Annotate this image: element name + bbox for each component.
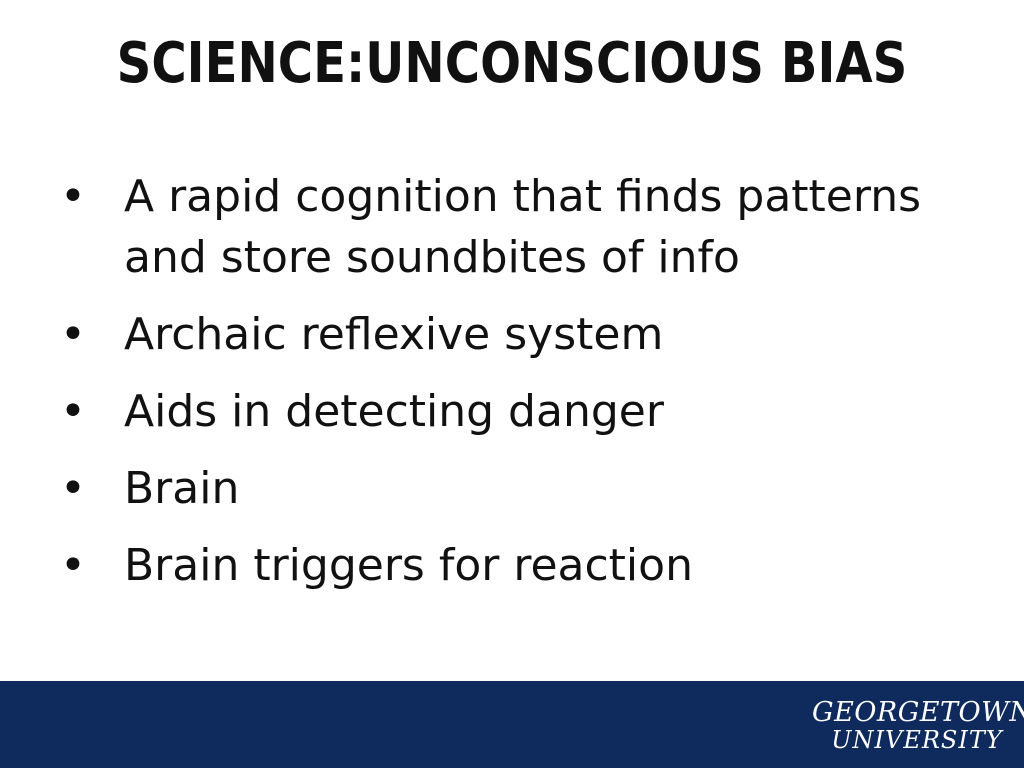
bullet-item: • A rapid cognition that finds patterns … [56,166,936,288]
georgetown-logo: GEORGETOWN UNIVERSITY [812,697,1024,754]
logo-line-2: UNIVERSITY [831,726,1003,754]
bullet-text: Aids in detecting danger [124,386,664,437]
slide-title: SCIENCE:UNCONSCIOUS BIAS [116,31,908,96]
bullet-text: Archaic reflexive system [124,309,664,360]
bullet-item: • Brain [56,458,936,519]
bullet-item: • Aids in detecting danger [56,381,936,442]
bullet-dot-icon: • [60,540,86,591]
bullet-text: A rapid cognition that finds patterns an… [124,171,922,283]
bullet-dot-icon: • [60,309,86,360]
bullet-item: • Brain triggers for reaction [56,535,936,596]
bullet-text: Brain [124,463,240,514]
bullet-item: • Archaic reflexive system [56,304,936,365]
bullet-list: • A rapid cognition that finds patterns … [56,166,936,612]
bullet-dot-icon: • [60,463,86,514]
logo-line-1: GEORGETOWN [812,697,1024,728]
bullet-dot-icon: • [60,171,86,222]
bullet-dot-icon: • [60,386,86,437]
bullet-text: Brain triggers for reaction [124,540,693,591]
footer-band: GEORGETOWN UNIVERSITY [0,681,1024,768]
